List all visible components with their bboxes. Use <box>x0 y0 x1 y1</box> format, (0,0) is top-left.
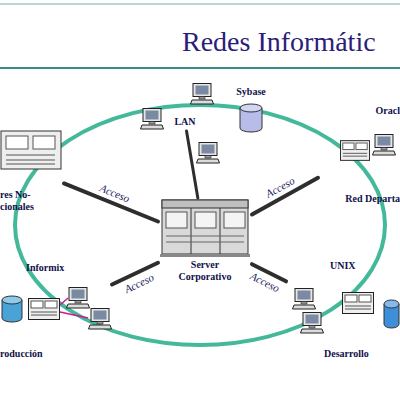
network-node: UNIX Desarrollo <box>286 260 400 360</box>
access-link <box>187 131 198 198</box>
network-node: OraclRed Departa <box>318 105 400 205</box>
edge-label: Acceso <box>248 269 281 294</box>
node-label: Red Departa <box>345 193 400 205</box>
node-label: Informix <box>26 262 64 274</box>
network-node: Informix roducción <box>0 262 112 360</box>
diagram-title: Redes Informátic <box>182 26 376 58</box>
edge-label: Acceso <box>264 175 297 201</box>
node-label: Oracl <box>376 105 400 117</box>
node-label: Desarrollo <box>324 348 369 360</box>
network-node: LAN <box>168 113 202 131</box>
node-label: roducción <box>0 348 43 360</box>
left-server <box>1 131 61 169</box>
lan-workstations <box>141 84 220 164</box>
network-node: res No- cionales <box>0 128 64 213</box>
ring-network <box>15 105 385 345</box>
node-label: Server Corporativo <box>172 259 238 283</box>
network-node: Sybase <box>228 86 274 134</box>
node-label: UNIX <box>330 260 356 272</box>
title-rule <box>0 67 400 69</box>
production-equipment <box>2 288 112 330</box>
network-node: Server Corporativo <box>158 198 252 283</box>
node-label: res No- cionales <box>0 189 50 213</box>
sybase-database <box>240 104 262 132</box>
node-label: LAN <box>174 116 195 128</box>
central-server <box>160 200 250 257</box>
development-equipment <box>293 289 400 334</box>
edge-label: Acceso <box>123 271 156 295</box>
top-rule <box>0 4 400 5</box>
oracle-equipment <box>340 135 395 161</box>
node-label: Sybase <box>236 86 265 98</box>
